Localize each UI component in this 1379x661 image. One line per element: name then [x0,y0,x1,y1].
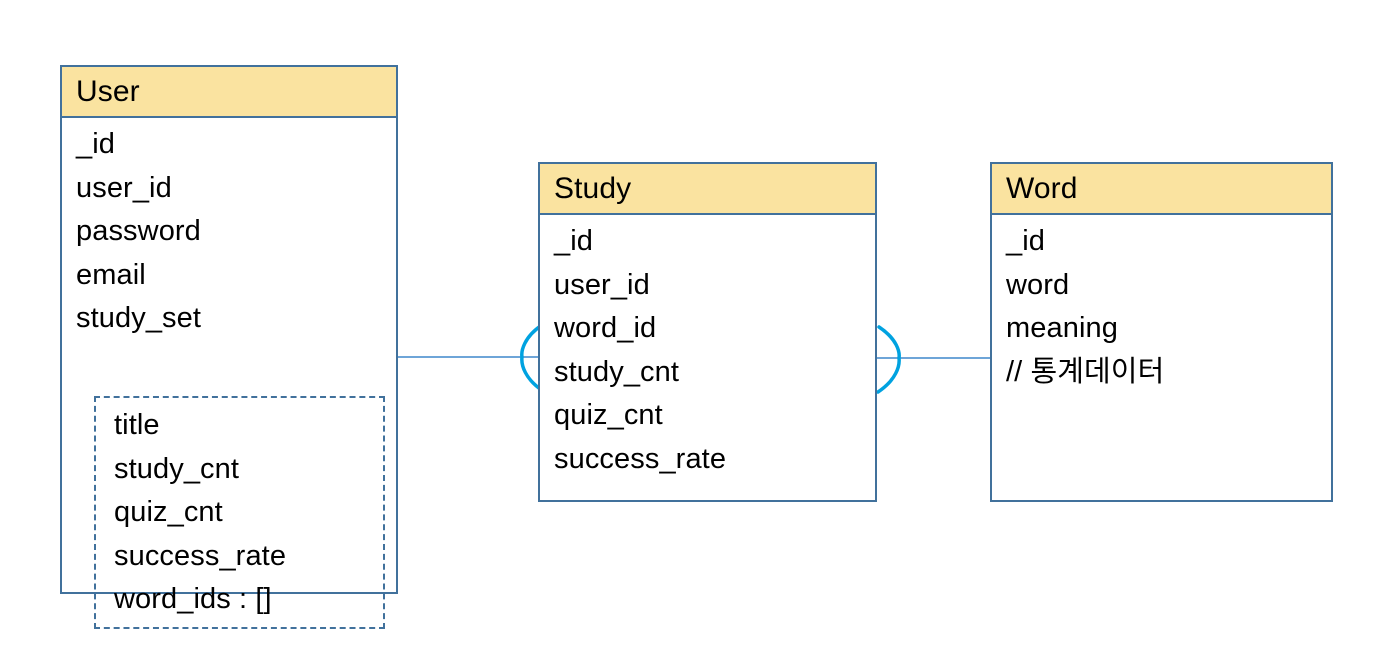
entity-user-title: User [62,67,396,118]
entity-study[interactable]: Study _id user_id word_id study_cnt quiz… [538,162,877,502]
field-study-study_cnt: study_cnt [554,355,680,388]
field-study-id: _id [554,225,593,257]
relationship-user-study [398,323,545,393]
field-study-user_id: user_id [554,268,650,301]
entity-study-title: Study [540,164,875,215]
field-word-meaning: meaning [1006,312,1118,344]
field-study-word_id: word_id [554,312,657,344]
field-study_set-study_cnt: study_cnt [114,452,240,485]
field-study_set-success_rate: success_rate [114,539,287,572]
entity-word-title: Word [992,164,1331,215]
field-user-password: password [76,215,201,247]
field-word-comment-statistics: // 통계데이터 [1006,355,1165,388]
entity-user[interactable]: User _id user_id password email study_se… [60,65,398,629]
field-user-id: _id [76,128,115,160]
field-word-word: word [1006,268,1070,301]
field-user-study_set: study_set [76,302,202,334]
field-study_set-title: title [114,409,160,441]
nested-document-study-set[interactable]: title study_cnt quiz_cnt success_rate wo… [94,396,385,629]
entity-user-fields: _id user_id password email study_set tit… [62,118,396,629]
crowsfoot-many-word-left [876,325,901,394]
entity-word-fields: _id word meaning // 통계데이터 [992,215,1331,500]
entity-study-fields: _id user_id word_id study_cnt quiz_cnt s… [540,215,875,500]
entity-word[interactable]: Word _id word meaning // 통계데이터 [990,162,1333,502]
field-study_set-word_ids: word_ids : [] [114,583,272,615]
relationship-study-word [876,325,992,394]
field-user-email: email [76,258,146,291]
field-study_set-quiz_cnt: quiz_cnt [114,496,223,528]
field-user-user_id: user_id [76,171,172,204]
field-study-quiz_cnt: quiz_cnt [554,399,663,431]
field-word-id: _id [1006,225,1045,257]
field-study-success_rate: success_rate [554,442,727,475]
